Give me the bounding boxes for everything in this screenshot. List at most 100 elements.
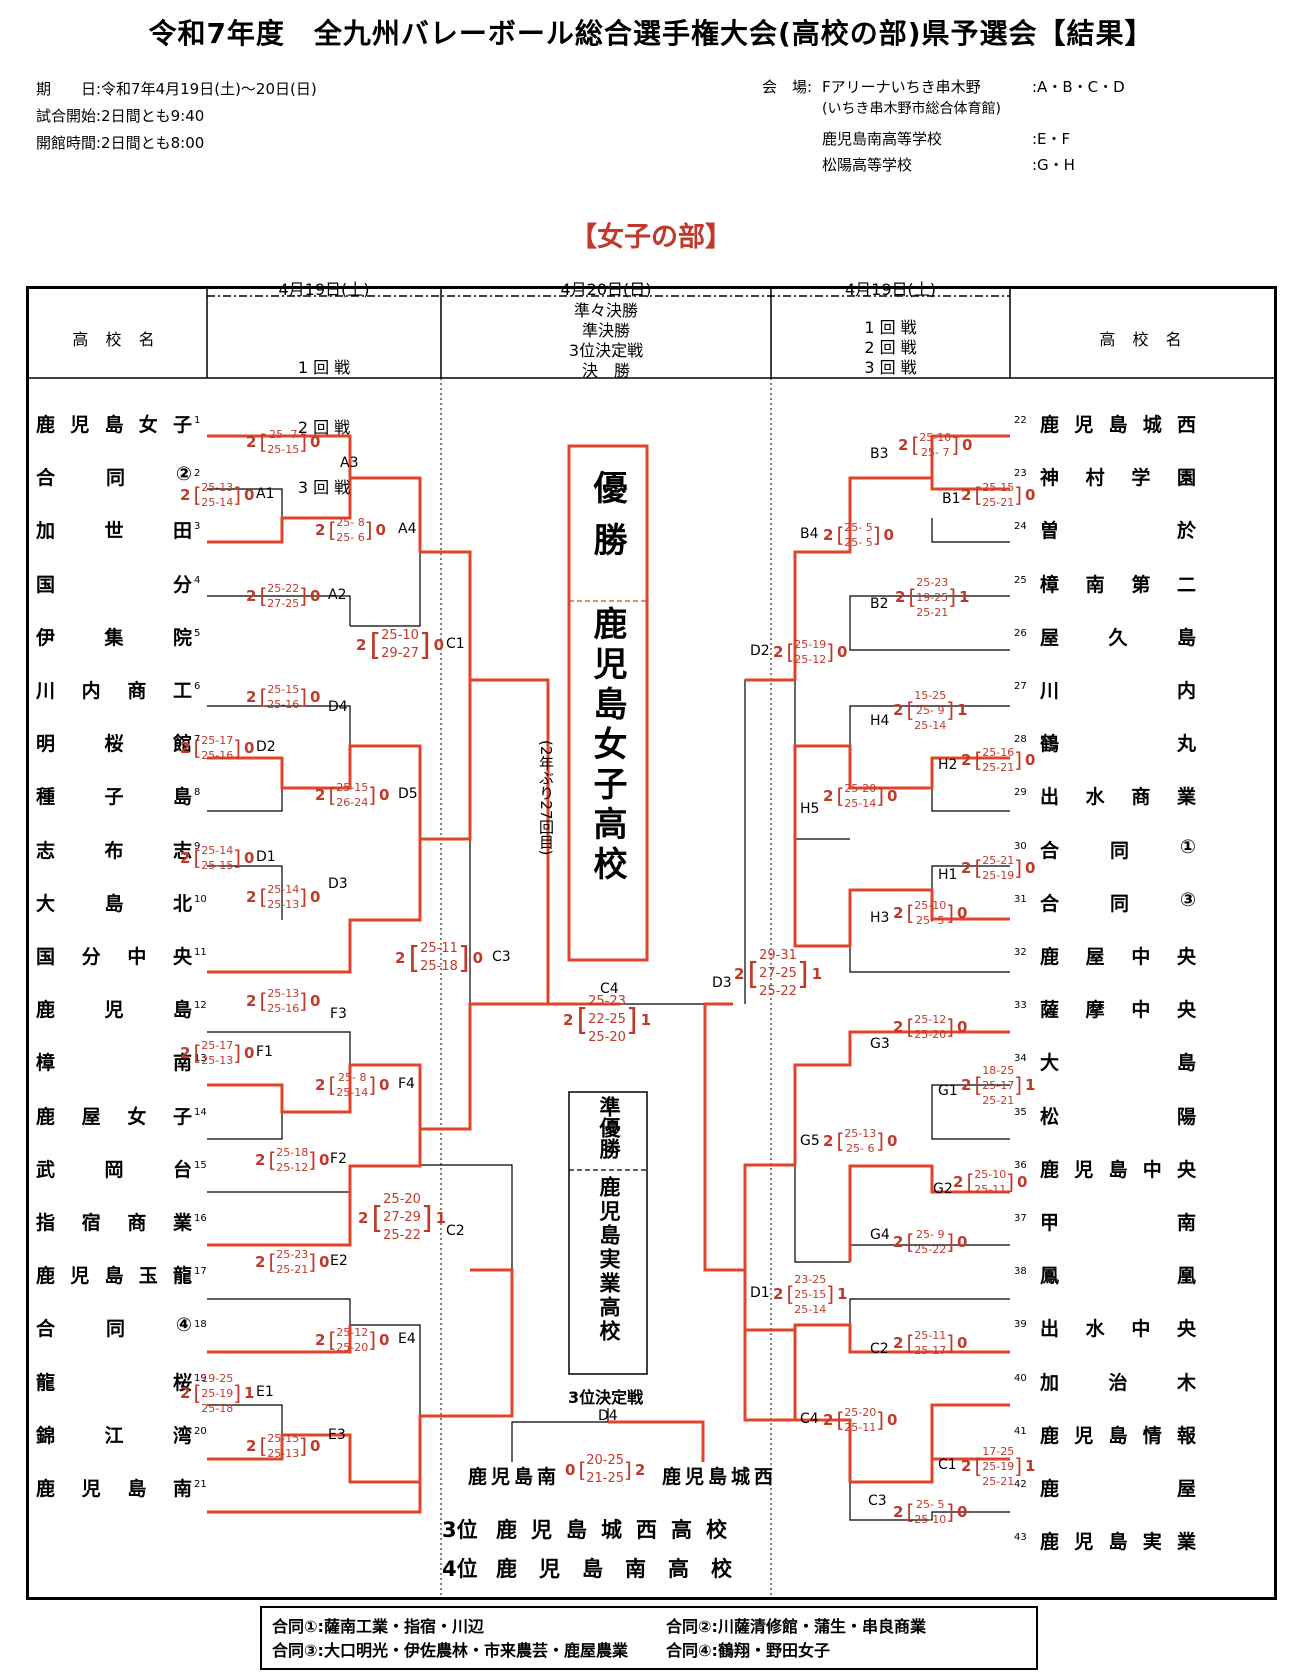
bracket-close-icon: ] (418, 627, 431, 663)
third-place-right: 鹿児島城西 (662, 1466, 778, 1488)
set-score: 27-25 (267, 597, 300, 610)
bracket-close-icon: ] (826, 1282, 835, 1306)
match-id-label: H4 (870, 713, 890, 729)
seed-number: 26 (1014, 627, 1027, 639)
bracket-close-icon: ] (946, 1230, 955, 1254)
seed-number: 1 (194, 415, 201, 426)
match-id-label: H2 (938, 757, 958, 773)
set-score: 25- 5 (844, 536, 873, 549)
bracket-open-icon: [ (786, 640, 795, 664)
third-place-left: 鹿児島南 (468, 1466, 561, 1488)
set-score: 25-11 (914, 1329, 947, 1342)
set-score: 25-14 (336, 1086, 369, 1099)
bracket-close-icon: ] (1014, 483, 1023, 507)
school-name: 武岡台 (36, 1158, 192, 1181)
bracket-close-icon: ] (299, 885, 308, 909)
champion-note: (2年ぶり27回目) (537, 740, 555, 856)
set-score: 25-15 (267, 683, 300, 696)
bracket-open-icon: [ (908, 585, 917, 609)
match-id-label: D2 (256, 739, 276, 755)
set-score: 25-19 (982, 869, 1015, 882)
bracket-open-icon: [ (576, 1002, 589, 1038)
match-id-label: D4 (328, 699, 348, 715)
sets-lost: 0 (887, 787, 898, 805)
round-sf: 準決勝 (581, 321, 630, 340)
bracket-close-icon: ] (299, 685, 308, 709)
seed-number: 32 (1014, 947, 1027, 958)
bracket-close-icon: ] (796, 956, 809, 992)
bracket-close-icon: ] (299, 989, 308, 1013)
school-name: 甲南 (1040, 1212, 1196, 1234)
school-name: 鹿児島城西 (1040, 414, 1196, 436)
seed-number: 34 (1014, 1053, 1027, 1065)
sets-won: 2 (180, 1384, 191, 1402)
round-3: 3 回 戦 (864, 358, 917, 377)
sets-won: 2 (893, 904, 904, 922)
seed-number: 25 (1014, 574, 1027, 586)
set-score: 25- 8 (336, 516, 365, 529)
seed-number: 18 (194, 1319, 207, 1331)
standing-3-place: 3位 (442, 1518, 478, 1542)
bracket-close-icon: ] (368, 1073, 377, 1097)
info-start: 試合開始:2日間とも9:40 (36, 107, 205, 125)
match-id-label: C3 (492, 949, 511, 965)
bracket-open-icon: [ (836, 784, 845, 808)
sets-lost: 1 (837, 1285, 848, 1303)
sets-won: 2 (734, 965, 745, 983)
venue-3-name: 松陽高等学校 (822, 156, 913, 174)
bracket-open-icon: [ (836, 523, 845, 547)
bracket-close-icon: ] (1014, 856, 1023, 880)
sets-lost: 0 (319, 1151, 330, 1169)
venue-1-name: Fアリーナいちき串木野 (822, 78, 981, 96)
match-id-label: C2 (446, 1223, 465, 1239)
match-id-label: F2 (330, 1151, 347, 1167)
school-name: 鹿屋 (1040, 1478, 1196, 1500)
sets-lost: 0 (433, 636, 445, 654)
set-score: 25- 5 (916, 914, 945, 927)
sets-lost: 0 (957, 1503, 968, 1521)
set-score: 25-20 (383, 1192, 421, 1207)
seed-number: 3 (194, 521, 201, 533)
bracket-open-icon: [ (974, 1073, 983, 1097)
bracket-close-icon: ] (876, 1129, 885, 1153)
set-score: 25-15 (267, 443, 300, 456)
sets-won: 2 (356, 636, 367, 654)
set-score: 25-22 (914, 1243, 947, 1256)
match-id-label: A4 (398, 521, 417, 537)
bracket-open-icon: [ (906, 901, 915, 925)
seed-number: 37 (1014, 1213, 1027, 1224)
seed-number: 2 (194, 468, 201, 480)
header-rounds-center: 準々決勝 準決勝 3位決定戦 決 勝 (441, 301, 771, 381)
set-score: 25-22 (267, 582, 300, 595)
seed-number: 20 (194, 1425, 207, 1437)
sets-won: 2 (315, 521, 326, 539)
set-score: 25- 8 (338, 1071, 367, 1084)
sets-lost: 0 (883, 526, 894, 544)
sets-lost: 0 (379, 1331, 390, 1349)
bracket-close-icon: ] (299, 430, 308, 454)
seed-number: 10 (194, 893, 207, 905)
seed-number: 31 (1014, 893, 1027, 905)
bracket-close-icon: ] (1014, 1454, 1023, 1478)
bracket-open-icon: [ (259, 885, 268, 909)
seed-number: 17 (194, 1266, 207, 1278)
